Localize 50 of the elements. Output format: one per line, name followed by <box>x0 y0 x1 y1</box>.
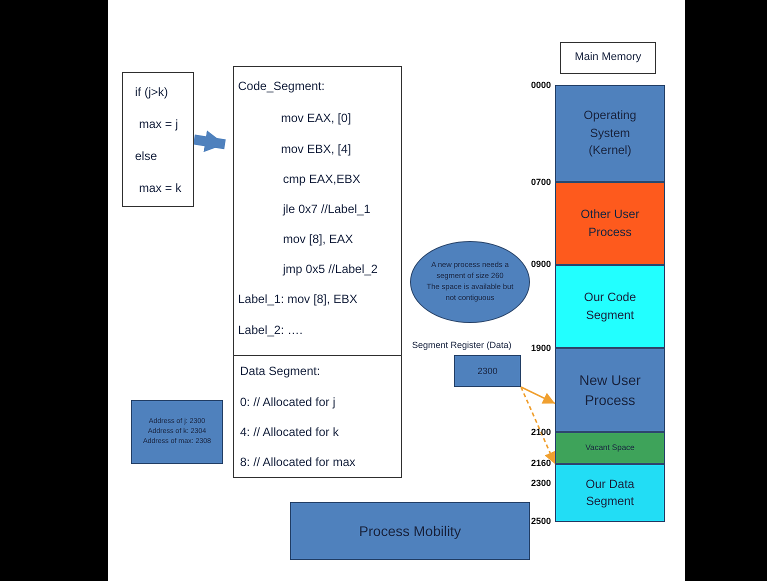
code-line: Label_1: mov [8], EBX <box>238 292 358 306</box>
code-line: cmp EAX,EBX <box>283 172 360 186</box>
memory-segment <box>555 348 665 432</box>
memory-segment <box>555 432 665 464</box>
data-segment-box <box>233 355 402 478</box>
code-line: 4: // Allocated for k <box>240 425 339 439</box>
label: Process Mobility <box>359 522 461 541</box>
memory-title-box <box>560 42 656 74</box>
address-box <box>131 400 223 464</box>
label: Operating System (Kernel) <box>582 107 638 160</box>
code-line: else <box>135 149 158 163</box>
memory-segment <box>555 464 665 522</box>
heading: Code_Segment: <box>238 79 325 93</box>
code-line: jle 0x7 //Label_1 <box>283 202 370 216</box>
code-line: mov EBX, [4] <box>281 142 352 156</box>
code-line: 8: // Allocated for max <box>240 455 356 469</box>
arrow <box>520 386 556 464</box>
code-line: max = j <box>139 117 178 131</box>
address-label: 0700 <box>531 177 552 187</box>
label: Our Code Segment <box>582 289 638 324</box>
address-label: 0000 <box>531 80 552 90</box>
code-line: max = k <box>139 181 182 195</box>
heading: if (j>k) <box>135 85 168 99</box>
memory-segment <box>555 182 665 265</box>
heading: Data Segment: <box>240 364 320 378</box>
arrow <box>520 386 556 404</box>
address-label: 2160 <box>531 458 552 468</box>
address-label: 2100 <box>531 427 552 437</box>
address-label: 2500 <box>531 516 552 526</box>
code-line: 0: // Allocated for j <box>240 395 336 409</box>
code-segment-box <box>233 66 402 356</box>
code-line: mov EAX, [0] <box>281 111 352 125</box>
label: Other User Process <box>580 206 640 240</box>
label: Vacant Space <box>585 442 635 454</box>
label: Main Memory <box>574 50 642 66</box>
code-line: jmp 0x5 //Label_2 <box>283 262 378 276</box>
label: New User Process <box>578 370 642 410</box>
process-mobility-box <box>290 502 530 560</box>
block-arrow <box>193 130 226 152</box>
memory-segment <box>555 265 665 348</box>
address-label: 1900 <box>531 343 552 353</box>
code-box <box>122 72 194 207</box>
address-label: 0900 <box>531 259 552 269</box>
register-label: Segment Register (Data) <box>412 340 512 350</box>
memory-segment <box>555 85 665 182</box>
label: Our Data Segment <box>584 476 636 510</box>
code-line: mov [8], EAX <box>283 232 354 246</box>
code-line: Label_2: …. <box>238 323 303 337</box>
register-value: 2300 <box>477 366 498 376</box>
address-label: 2300 <box>531 478 552 488</box>
